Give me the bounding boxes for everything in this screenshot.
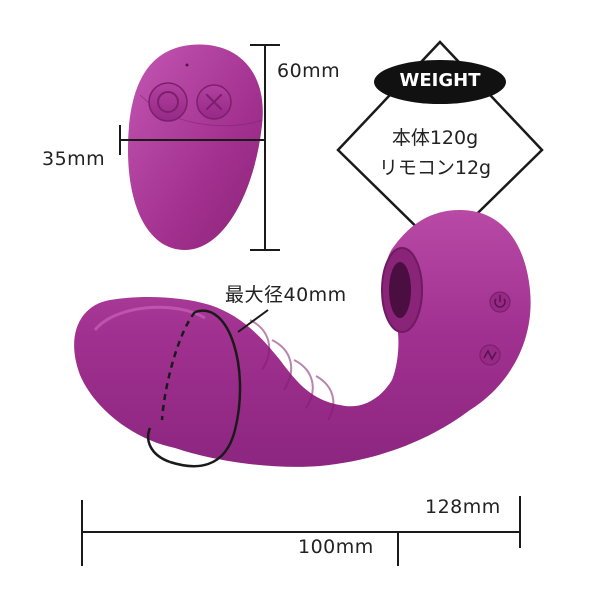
remote-height-dimension [250,44,280,251]
body-weight-text: 本体120g [391,127,479,149]
weight-badge-label: WEIGHT [399,70,481,91]
max-diameter-label: 最大径40mm [225,284,347,306]
power-icon [489,291,511,313]
remote-control [128,44,263,250]
remote-width-dimension [119,125,265,155]
diameter-ring [146,309,242,468]
insert-length-label: 100mm [298,536,374,558]
total-length-label: 128mm [425,496,501,518]
remote-height-label: 60mm [277,60,341,82]
vibration-icon [479,344,501,366]
device-body [74,210,531,467]
weight-badge [374,60,506,104]
remote-weight-text: リモコン12g [378,157,492,179]
x-icon [196,84,232,120]
remote-width-label: 35mm [42,148,106,170]
diameter-leader [237,309,269,333]
circle-icon [148,82,188,122]
length-dimension [81,496,521,566]
